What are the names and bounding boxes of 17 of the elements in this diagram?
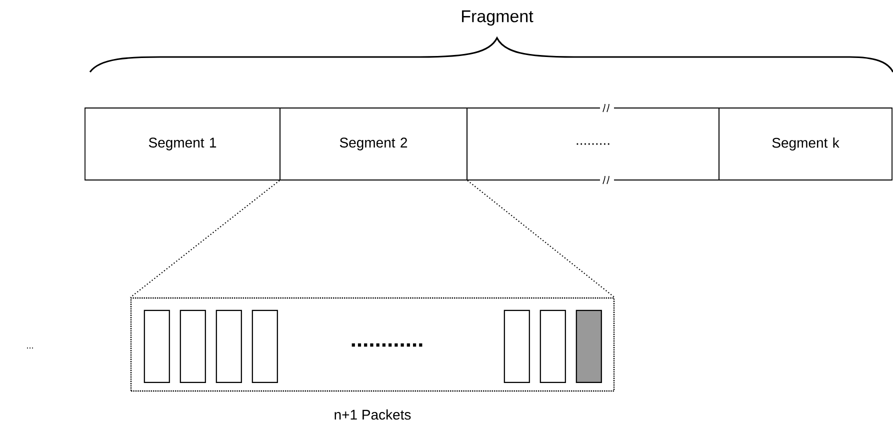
packet-box [180, 310, 206, 383]
packet-group [130, 297, 615, 392]
zoom-line [130, 180, 280, 298]
ellipsis: ............ [352, 343, 422, 347]
zoom-line [467, 180, 615, 298]
segment-box: Segment 1 [84, 108, 280, 180]
packet-box [216, 310, 242, 383]
segment-box: ......... [466, 108, 720, 180]
packet-box [252, 310, 278, 383]
packet-box [576, 310, 602, 383]
packet-box [144, 310, 170, 383]
packet-box [504, 310, 530, 383]
node-label: n+1 Packets [334, 409, 411, 420]
title: Fragment [462, 10, 534, 26]
segment-box: Segment 2 [280, 108, 468, 180]
segment-box: Segment k [718, 108, 892, 180]
packet-box [540, 310, 566, 383]
